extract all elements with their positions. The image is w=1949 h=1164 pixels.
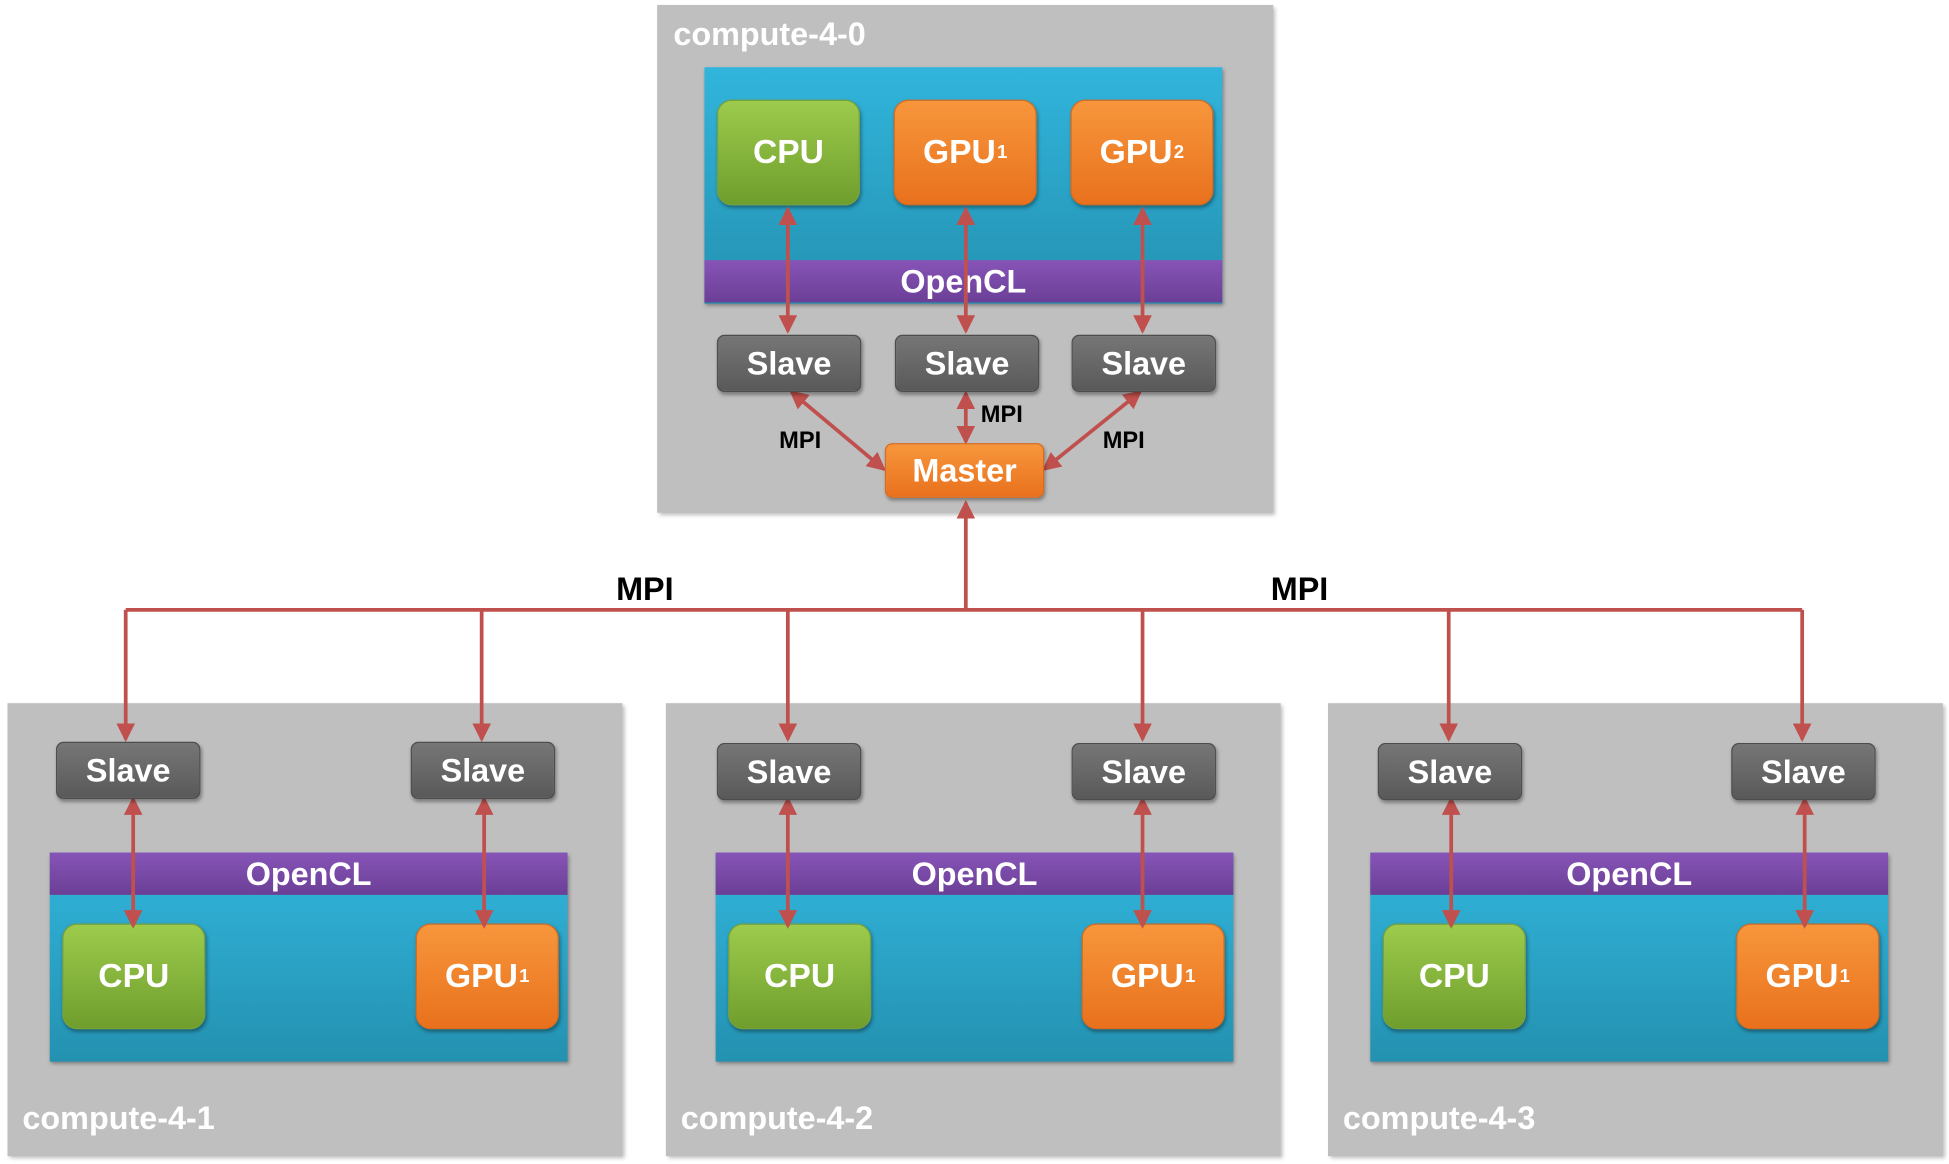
slave-process: Slave [1071,334,1216,393]
slave-process: Slave [1731,743,1876,801]
cpu-label: CPU [752,133,824,171]
mpi-bus-label: MPI [1270,570,1329,608]
gpu-index: 1 [997,141,1008,164]
node-title: compute-4-0 [673,14,866,53]
gpu-label: GPU [922,133,996,171]
mpi-bus-label: MPI [616,570,674,608]
node-title: compute-4-2 [680,1098,874,1137]
slave-process: Slave [716,334,862,393]
slave-process: Slave [716,743,862,801]
cpu-device: CPU [62,923,206,1030]
node-title: compute-4-1 [22,1098,215,1137]
gpu-label: GPU [1099,133,1173,171]
cpu-label: CPU [98,957,170,995]
cpu-device: CPU [728,923,872,1030]
cpu-device: CPU [716,99,861,206]
slave-process: Slave [56,741,201,800]
node-title: compute-4-3 [1342,1098,1536,1137]
gpu-index: 2 [1173,141,1185,164]
gpu-label: GPU [445,957,518,995]
gpu-index: 1 [519,965,530,987]
slave-process: Slave [894,334,1040,393]
gpu-label: GPU [1110,957,1184,995]
mpi-label: MPI [1102,428,1145,455]
mpi-label: MPI [980,402,1023,429]
link-slave3-master [1042,390,1143,471]
cpu-label: CPU [1418,957,1490,995]
gpu-label: GPU [1765,957,1839,995]
cpu-device: CPU [1382,923,1526,1030]
slave-process: Slave [410,741,556,800]
cpu-label: CPU [764,957,836,995]
slave-process: Slave [1377,743,1523,801]
link-slave1-master [789,390,886,472]
mpi-label: MPI [779,428,822,455]
slave-process: Slave [1071,743,1216,801]
gpu-index: 1 [1184,965,1196,987]
gpu-index: 1 [1839,965,1851,987]
master-process: Master [884,443,1045,498]
